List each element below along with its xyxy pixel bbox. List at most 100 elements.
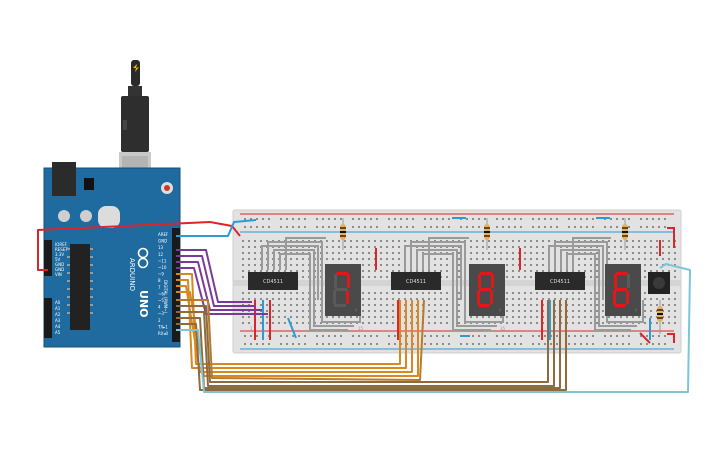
resistor-1 bbox=[340, 218, 346, 250]
segment-f bbox=[334, 274, 337, 288]
resistor-3 bbox=[622, 218, 628, 250]
segment-d bbox=[614, 304, 626, 307]
pin-label: GND bbox=[55, 262, 64, 267]
pin-label: 5V bbox=[55, 257, 61, 262]
pin-label: TX▸1 bbox=[157, 324, 168, 329]
pin-label: VIN bbox=[55, 272, 62, 277]
pin-label: A2 bbox=[55, 312, 61, 317]
segment-a bbox=[480, 272, 492, 275]
svg-text:1: 1 bbox=[250, 326, 253, 331]
pin-label: ~10 bbox=[158, 265, 167, 270]
decoder-chip-2: CD4511 bbox=[391, 272, 441, 290]
orange-wire-2 bbox=[176, 279, 407, 369]
pin-label: RX◂0 bbox=[158, 331, 169, 336]
segment-d bbox=[478, 304, 490, 307]
seven-segment-display-3 bbox=[605, 264, 641, 316]
pin-label: 13 bbox=[158, 245, 164, 250]
brown-wire-4 bbox=[176, 300, 567, 391]
5v-wire bbox=[37, 221, 241, 271]
brown-wire-2 bbox=[176, 300, 555, 387]
purple-wire-4 bbox=[176, 267, 268, 315]
segment-c bbox=[490, 290, 493, 304]
atmega-chip bbox=[70, 244, 90, 330]
segment-wires bbox=[261, 237, 644, 331]
pin-label: GND bbox=[158, 239, 167, 244]
pin-label: 8 bbox=[158, 278, 161, 283]
segment-e bbox=[613, 290, 616, 304]
purple-wire-1 bbox=[176, 249, 252, 303]
power-header bbox=[44, 240, 52, 276]
push-button[interactable] bbox=[648, 272, 670, 294]
analog-header bbox=[44, 298, 52, 338]
power-jumpers bbox=[254, 217, 675, 344]
segment-g bbox=[615, 288, 627, 291]
resistor-4 bbox=[657, 300, 663, 334]
pin-label: RESET bbox=[55, 247, 68, 252]
pin-label: AREF bbox=[158, 232, 169, 237]
chip-label-1: CD4511 bbox=[263, 279, 283, 285]
pin-label: ~3 bbox=[158, 311, 164, 316]
brown-wire-1 bbox=[176, 300, 549, 383]
decimal-point bbox=[354, 308, 358, 312]
resistor-2 bbox=[484, 218, 490, 250]
pin-label: A1 bbox=[55, 306, 61, 311]
svg-text:15: 15 bbox=[358, 326, 364, 331]
segment-g bbox=[479, 288, 491, 291]
segment-f bbox=[478, 274, 481, 288]
svg-text:35: 35 bbox=[500, 326, 506, 331]
segment-b bbox=[491, 274, 494, 288]
pin-label: A0 bbox=[55, 300, 61, 305]
segment-b bbox=[347, 274, 350, 288]
segment-c bbox=[626, 290, 629, 304]
pin-label: 12 bbox=[158, 252, 164, 257]
digital-label: DIGITAL (PWM~) bbox=[163, 280, 168, 314]
pin-label: IOREF bbox=[55, 242, 68, 247]
power-jack bbox=[52, 162, 76, 196]
pin-label: 7 bbox=[158, 285, 161, 290]
segment-a bbox=[616, 272, 628, 275]
decoder-chip-3: CD4511 bbox=[535, 272, 585, 290]
chip-label-2: CD4511 bbox=[406, 279, 426, 285]
button-wire bbox=[176, 263, 691, 393]
gnd-wire bbox=[176, 219, 257, 237]
pin-label: A5 bbox=[55, 330, 61, 335]
orange-wire-1 bbox=[176, 273, 401, 365]
segment-f bbox=[614, 274, 617, 288]
segment-e bbox=[333, 290, 336, 304]
decimal-point bbox=[634, 308, 638, 312]
pin-label: GND bbox=[55, 267, 64, 272]
pin-label: ~5 bbox=[158, 298, 164, 303]
segment-a bbox=[336, 272, 348, 275]
pin-label: ~6 bbox=[158, 291, 164, 296]
chip-label-3: CD4511 bbox=[550, 279, 570, 285]
segment-c bbox=[346, 290, 349, 304]
arduino-logo bbox=[137, 247, 149, 269]
seven-segment-display-1 bbox=[325, 264, 361, 316]
pin-label: ~9 bbox=[158, 272, 164, 277]
purple-wire-2 bbox=[176, 255, 256, 307]
segment-b bbox=[627, 274, 630, 288]
decimal-point bbox=[498, 308, 502, 312]
brand-label: ARDUINO bbox=[128, 258, 136, 291]
pin-label: 4 bbox=[158, 305, 161, 310]
arduino-wires bbox=[37, 219, 691, 393]
lightning-icon bbox=[133, 64, 139, 72]
decoder-chip-1: CD4511 bbox=[248, 272, 298, 290]
orange-wire-5 bbox=[176, 299, 425, 381]
purple-wire-3 bbox=[176, 261, 262, 311]
seven-segment-displays bbox=[325, 264, 641, 316]
seven-segment-display-2 bbox=[469, 264, 505, 316]
pin-label: A3 bbox=[55, 318, 61, 323]
arduino-board[interactable]: ARDUINO UNO DIGITAL (PWM~) IOREFRESET3.3… bbox=[43, 162, 181, 348]
segment-g bbox=[335, 288, 347, 291]
pin-label: ~11 bbox=[158, 258, 167, 263]
pin-label: A4 bbox=[55, 324, 61, 329]
pin-label: 2 bbox=[158, 318, 161, 323]
orange-wire-3 bbox=[176, 285, 413, 373]
segment-d bbox=[334, 304, 346, 307]
model-label: UNO bbox=[137, 290, 150, 318]
segment-e bbox=[477, 290, 480, 304]
